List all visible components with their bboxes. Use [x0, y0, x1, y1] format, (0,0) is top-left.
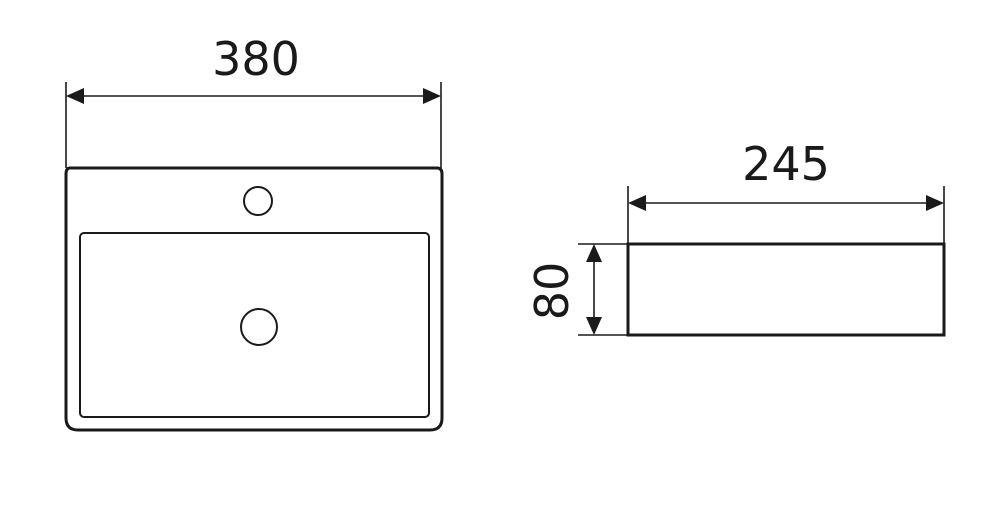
- side-width-dimension: 245: [627, 137, 945, 244]
- arrowhead-top: [586, 244, 602, 262]
- width-dimension: 380: [65, 32, 442, 168]
- arrowhead-right: [926, 195, 944, 211]
- width-label: 380: [212, 32, 300, 86]
- tap-hole: [243, 186, 273, 216]
- side-view: 245 80: [525, 137, 946, 337]
- side-width-label: 245: [742, 137, 830, 191]
- height-dimension: 80: [525, 243, 628, 336]
- top-view: 380: [64, 32, 444, 432]
- side-profile: [626, 242, 946, 337]
- inner-bowl: [79, 232, 430, 418]
- drain-hole: [240, 308, 278, 346]
- height-label: 80: [525, 262, 579, 321]
- arrowhead-left: [66, 88, 84, 104]
- basin-outline: [64, 166, 444, 432]
- arrowhead-bottom: [586, 317, 602, 335]
- arrowhead-right: [423, 88, 441, 104]
- arrowhead-left: [628, 195, 646, 211]
